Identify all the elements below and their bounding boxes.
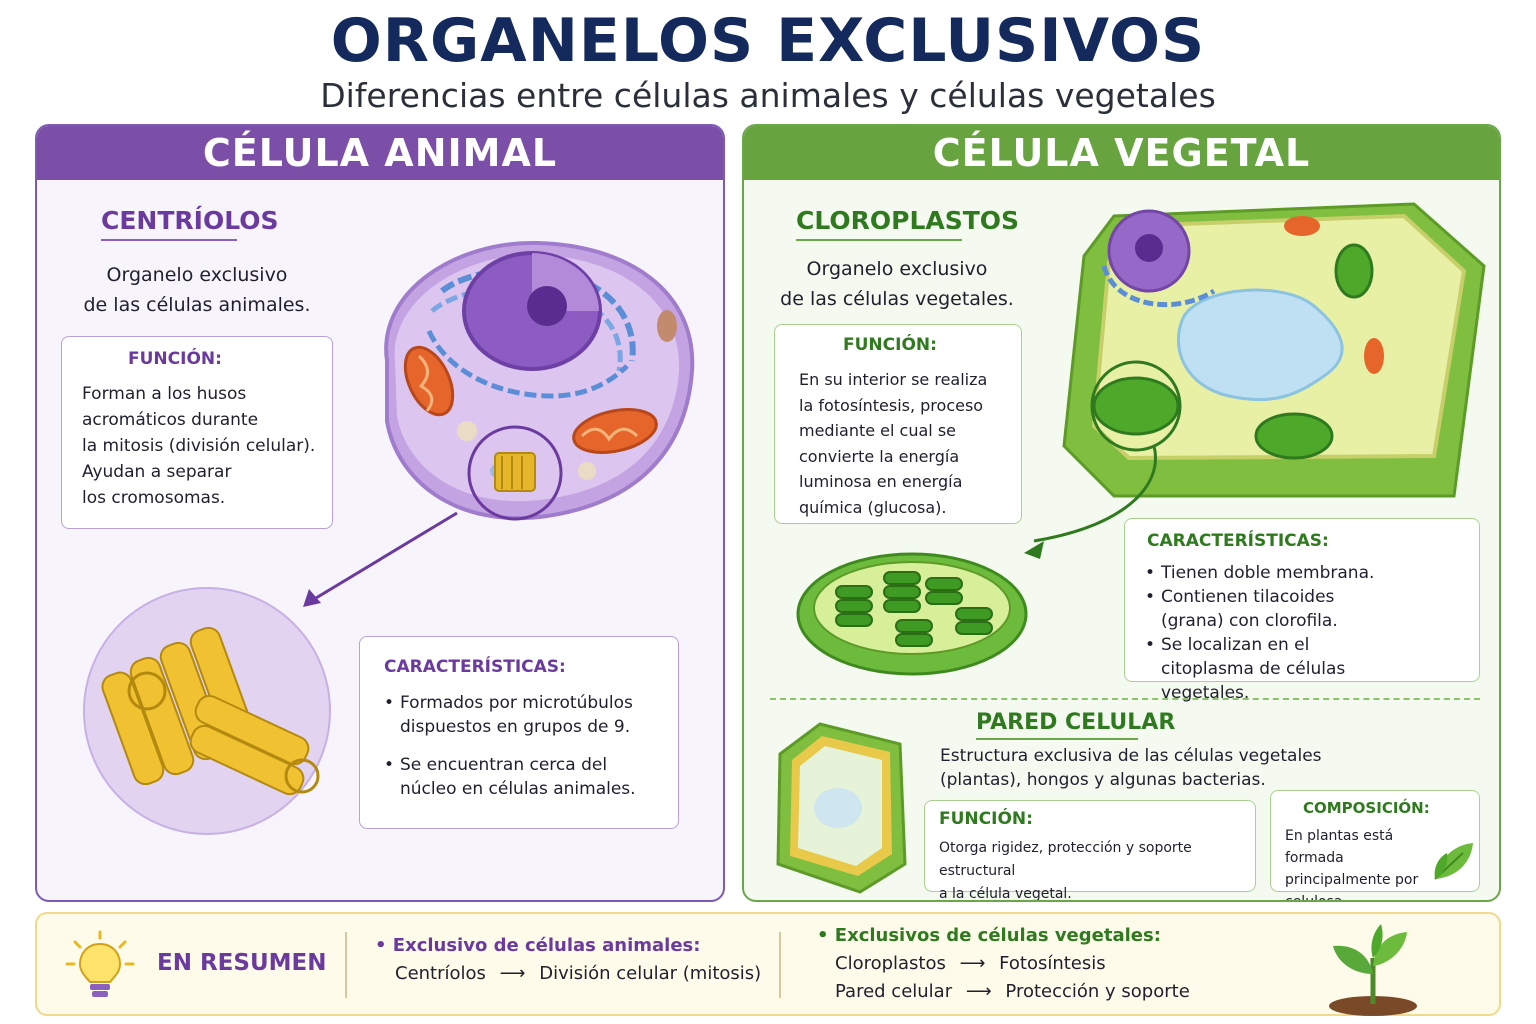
summary-label: EN RESUMEN [157,950,327,976]
summary-plant-item: Pared celular ⟶ Protección y soporte [835,978,1190,1006]
chloroplasts-title-underline [796,239,962,241]
centrioles-function-card: FUNCIÓN: Forman a los husos acromáticos … [61,336,333,529]
function-line: a la célula vegetal. [939,886,1072,902]
centrioles-title-underline [101,239,237,241]
animal-cell-panel: CÉLULA ANIMAL CENTRÍOLOS Organelo exclus… [35,124,725,902]
cell-wall-desc-line: Estructura exclusiva de las células vege… [940,746,1322,766]
sprout-icon [1329,924,1417,1016]
cell-wall-function-title: FUNCIÓN: [939,809,1033,829]
summary-plant-heading-text: Exclusivos de células vegetales: [834,925,1161,946]
leaf-icon [1434,843,1473,880]
centrioles-characteristics-card: CARACTERÍSTICAS: Formados por microtúbul… [359,636,679,829]
animal-exclusive-line-2: de las células animales. [83,294,311,316]
arrow-icon: ⟶ [965,981,992,1002]
summary-plant-item: Cloroplastos ⟶ Fotosíntesis [835,950,1190,978]
characteristic-item: Se encuentran cerca del núcleo en célula… [382,753,664,801]
animal-cell-illustration [384,240,695,521]
composition-line: principalmente por [1285,872,1419,888]
summary-plant-heading: • Exclusivos de células vegetales: [817,925,1161,946]
page-subtitle: Diferencias entre células animales y cél… [320,76,1216,115]
summary-plant-item-right: Protección y soporte [1005,981,1190,1002]
summary-animal-item: Centríolos ⟶ División celular (mitosis) [395,960,761,988]
function-line: Forman a los husos [82,384,247,404]
function-line: convierte la energía [799,446,960,466]
characteristic-item: Se localizan en el citoplasma de células… [1143,633,1403,705]
composition-line: celulosa. [1285,894,1347,902]
summary-plant-item-right: Fotosíntesis [999,953,1106,974]
chloroplasts-function-title: FUNCIÓN: [843,335,937,355]
cell-wall-composition-title: COMPOSICIÓN: [1303,799,1430,817]
function-line: Ayudan a separar [82,462,232,482]
plant-panel-header: CÉLULA VEGETAL [744,126,1499,180]
characteristic-item: Tienen doble membrana. [1143,561,1473,585]
cell-wall-desc-line: (plantas), hongos y algunas bacterias. [940,770,1266,790]
animal-panel-header: CÉLULA ANIMAL [37,126,723,180]
chloroplast-zoom-illustration [796,552,1028,676]
summary-divider-1 [345,932,347,998]
function-line: Otorga rigidez, protección y soporte est… [939,840,1192,879]
characteristic-item: Formados por microtúbulos dispuestos en … [382,691,664,739]
plant-cell-illustration [1033,202,1486,543]
summary-bar: EN RESUMEN • Exclusivo de células animal… [35,912,1501,1016]
summary-animal-block: • Exclusivo de células animales: Centrío… [375,932,761,988]
cell-wall-title: PARED CELULAR [976,710,1176,735]
plant-exclusive-text: Organelo exclusivo de las células vegeta… [772,254,1022,314]
summary-animal-item-right: División celular (mitosis) [539,963,762,984]
cell-wall-composition-text: En plantas está formada principalmente p… [1285,825,1455,902]
function-line: En su interior se realiza [799,370,988,389]
lightbulb-icon [65,930,135,997]
zoom-arrow [303,511,458,607]
chloroplasts-characteristics-list: Tienen doble membrana. Contienen tilacoi… [1143,561,1473,705]
chloroplast-arrow-head [1024,541,1044,559]
cell-wall-composition-card: COMPOSICIÓN: En plantas está formada pri… [1270,790,1480,900]
function-line: mediante el cual se [799,421,957,440]
plant-exclusive-line-2: de las células vegetales. [780,288,1014,310]
function-line: luminosa en energía [799,472,963,491]
function-line: la mitosis (división celular). [82,436,316,456]
cell-wall-function-text: Otorga rigidez, protección y soporte est… [939,837,1249,902]
section-divider [770,698,1480,700]
centrioles-function-text: Forman a los husos acromáticos durante l… [82,381,328,511]
function-line: los cromosomas. [82,488,226,508]
chloroplasts-title: CLOROPLASTOS [796,206,1020,235]
animal-exclusive-line-1: Organelo exclusivo [106,264,288,286]
centrioles-characteristics-list: Formados por microtúbulos dispuestos en … [382,691,664,801]
chloroplasts-characteristics-title: CARACTERÍSTICAS: [1147,531,1329,551]
centrioles-function-title: FUNCIÓN: [128,349,222,369]
chloroplasts-characteristics-card: CARACTERÍSTICAS: Tienen doble membrana. … [1124,518,1480,703]
function-line: acromáticos durante [82,410,259,430]
summary-plant-block: • Exclusivos de células vegetales: Cloro… [817,922,1190,1006]
centrioles-characteristics-title: CARACTERÍSTICAS: [384,657,566,677]
composition-line: En plantas está formada [1285,828,1394,866]
summary-plant-item-left: Pared celular [835,981,953,1002]
cell-wall-description: Estructura exclusiva de las células vege… [940,744,1340,792]
summary-animal-heading-text: Exclusivo de células animales: [392,935,701,956]
cell-wall-title-underline [976,738,1138,740]
summary-animal-item-left: Centríolos [395,963,486,984]
summary-plant-item-left: Cloroplastos [835,953,946,974]
cell-wall-function-card: FUNCIÓN: Otorga rigidez, protección y so… [924,800,1256,900]
summary-divider-2 [779,932,781,998]
plant-cell-panel: CÉLULA VEGETAL CLOROPLASTOS Organelo exc… [742,124,1501,902]
arrow-icon: ⟶ [499,963,526,984]
centrioles-title: CENTRÍOLOS [101,206,279,235]
chloroplasts-function-text: En su interior se realiza la fotosíntesi… [799,367,1019,520]
animal-exclusive-text: Organelo exclusivo de las células animal… [67,260,327,320]
centriole-zoom-illustration [83,587,331,835]
function-line: química (glucosa). [799,497,947,517]
function-line: la fotosíntesis, proceso [799,395,984,415]
arrow-icon: ⟶ [959,953,986,974]
cell-wall-illustration [776,722,907,894]
summary-animal-heading: • Exclusivo de células animales: [375,935,701,956]
characteristic-item: Contienen tilacoides (grana) con clorofi… [1143,585,1393,633]
chloroplasts-function-card: FUNCIÓN: En su interior se realiza la fo… [774,324,1022,524]
plant-exclusive-line-1: Organelo exclusivo [806,258,988,280]
page-title: ORGANELOS EXCLUSIVOS [330,6,1206,76]
